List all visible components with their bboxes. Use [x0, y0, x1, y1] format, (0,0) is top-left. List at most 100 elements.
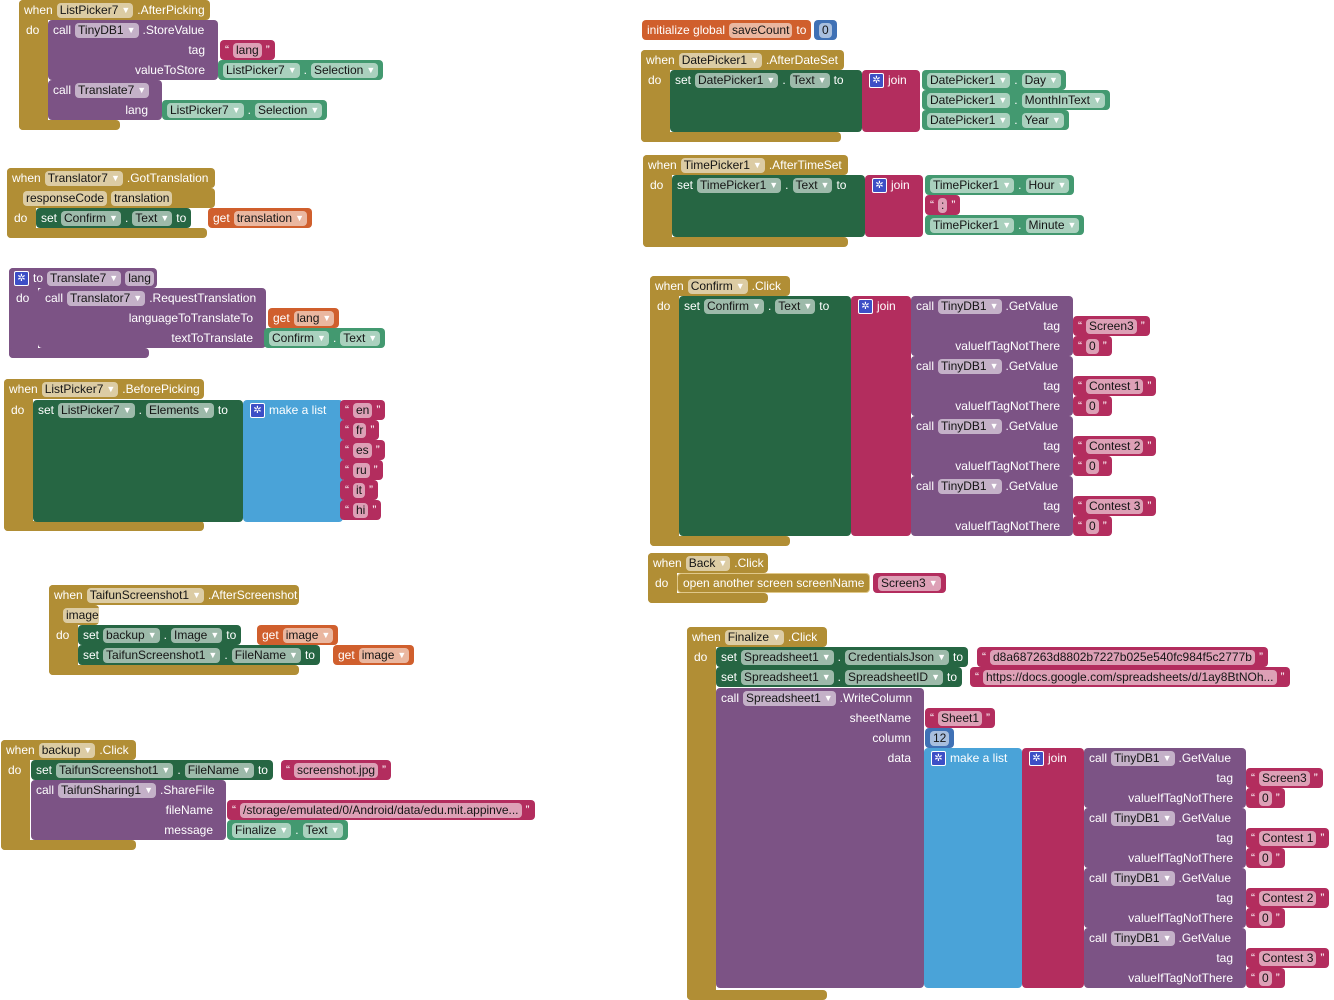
- number-value-field[interactable]: 12: [930, 730, 950, 746]
- dropdown[interactable]: backup▼: [38, 742, 96, 758]
- text-value-field[interactable]: d8a687263d8802b7227b025e540fc984f5c2777b: [990, 649, 1255, 665]
- dropdown[interactable]: Translate7▼: [47, 270, 122, 286]
- dropdown[interactable]: FileName▼: [184, 762, 254, 778]
- set-elements-block[interactable]: [33, 400, 243, 522]
- block[interactable]: ✲make a list: [926, 748, 1012, 768]
- text-value-field[interactable]: es: [353, 442, 372, 458]
- dropdown[interactable]: Text▼: [775, 298, 816, 314]
- text-value-field[interactable]: Contest 2: [1086, 438, 1144, 454]
- dropdown[interactable]: Selection▼: [310, 62, 379, 78]
- listpicker7-beforepicking-footer[interactable]: [4, 521, 204, 531]
- screenshot-afterscreenshot-frame[interactable]: [49, 585, 78, 675]
- dropdown[interactable]: Confirm▼: [704, 298, 764, 314]
- component-getter[interactable]: DatePicker1▼.Year▼: [922, 110, 1069, 130]
- dropdown[interactable]: TaifunSharing1▼: [58, 782, 156, 798]
- text-block[interactable]: “0”: [1073, 456, 1112, 476]
- text-block[interactable]: “Screen3”: [1073, 316, 1150, 336]
- gear-icon[interactable]: ✲: [869, 72, 884, 88]
- text-value-field[interactable]: lang: [233, 42, 262, 58]
- dropdown[interactable]: ListPicker7▼: [223, 62, 300, 78]
- text-block[interactable]: “lang”: [220, 40, 275, 60]
- gear-icon[interactable]: ✲: [250, 402, 265, 418]
- text-value-field[interactable]: https://docs.google.com/spreadsheets/d/1…: [983, 669, 1277, 685]
- dropdown[interactable]: SpreadsheetID▼: [845, 669, 943, 685]
- dropdown[interactable]: FileName▼: [231, 647, 301, 663]
- listpicker7-afterpicking-footer[interactable]: [19, 120, 120, 130]
- text-block[interactable]: “/storage/emulated/0/Android/data/edu.mi…: [227, 800, 535, 820]
- text-block[interactable]: “Contest 3”: [1073, 496, 1157, 516]
- text-value-field[interactable]: /storage/emulated/0/Android/data/edu.mit…: [240, 802, 522, 818]
- text-value-field[interactable]: Contest 3: [1086, 498, 1144, 514]
- dropdown[interactable]: Translator7▼: [44, 170, 123, 186]
- dropdown[interactable]: ListPicker7▼: [58, 402, 135, 418]
- number-value-field[interactable]: 0: [819, 22, 832, 38]
- parameter-chip[interactable]: responseCode: [23, 190, 108, 206]
- dropdown[interactable]: TimePicker1▼: [930, 217, 1015, 233]
- dropdown[interactable]: Year▼: [1021, 112, 1064, 128]
- dropdown[interactable]: Spreadsheet1▼: [741, 669, 834, 685]
- dropdown[interactable]: TinyDB1▼: [1111, 750, 1175, 766]
- text-value-field[interactable]: 0: [1259, 850, 1272, 866]
- dropdown[interactable]: CredentialsJson▼: [845, 649, 949, 665]
- procedure-footer[interactable]: [9, 348, 149, 358]
- dropdown[interactable]: TinyDB1▼: [938, 358, 1002, 374]
- dropdown[interactable]: Minute▼: [1025, 217, 1080, 233]
- block[interactable]: ✲make a list: [245, 400, 331, 420]
- text-value-field[interactable]: :: [938, 197, 948, 213]
- gear-icon[interactable]: ✲: [14, 270, 29, 286]
- text-block[interactable]: “0”: [1073, 516, 1112, 536]
- dropdown[interactable]: Text▼: [302, 822, 343, 838]
- text-block[interactable]: “0”: [1246, 968, 1285, 988]
- dropdown[interactable]: Confirm▼: [269, 330, 329, 346]
- text-value-field[interactable]: 0: [1086, 398, 1099, 414]
- parameter-chip[interactable]: image: [63, 607, 102, 623]
- block[interactable]: ✲join: [864, 70, 912, 90]
- text-value-field[interactable]: fr: [353, 422, 367, 438]
- dropdown[interactable]: Selection▼: [254, 102, 323, 118]
- gear-icon[interactable]: ✲: [931, 750, 946, 766]
- dropdown[interactable]: backup▼: [103, 627, 160, 643]
- dropdown[interactable]: ListPicker7▼: [41, 381, 119, 397]
- number-block[interactable]: 0: [814, 20, 837, 40]
- dropdown[interactable]: DatePicker1▼: [678, 52, 762, 68]
- list-item-text[interactable]: “es”: [340, 440, 385, 460]
- component-getter[interactable]: DatePicker1▼.Day▼: [922, 70, 1066, 90]
- dropdown[interactable]: TinyDB1▼: [75, 22, 139, 38]
- dropdown[interactable]: Text▼: [789, 72, 830, 88]
- text-block[interactable]: “0”: [1246, 788, 1285, 808]
- dropdown[interactable]: TimePicker1▼: [680, 157, 765, 173]
- list-item-text[interactable]: “fr”: [340, 420, 380, 440]
- make-list-block[interactable]: [243, 400, 343, 522]
- text-value-field[interactable]: 0: [1259, 910, 1272, 926]
- dropdown[interactable]: Text▼: [132, 210, 173, 226]
- dropdown[interactable]: ListPicker7▼: [167, 102, 244, 118]
- open-another-screen-block[interactable]: open another screen screenName: [677, 573, 871, 593]
- screenshot-afterscreenshot-footer[interactable]: [49, 665, 299, 675]
- number-block[interactable]: 12: [925, 728, 955, 748]
- dropdown[interactable]: DatePicker1▼: [927, 92, 1011, 108]
- dropdown[interactable]: DatePicker1▼: [927, 72, 1011, 88]
- confirm-click-footer[interactable]: [650, 536, 790, 546]
- dropdown[interactable]: Confirm▼: [61, 210, 121, 226]
- dropdown[interactable]: ListPicker7▼: [56, 2, 134, 18]
- join-block[interactable]: [1022, 748, 1084, 988]
- dropdown[interactable]: TimePicker1▼: [930, 177, 1015, 193]
- set-confirm-text[interactable]: [679, 296, 851, 536]
